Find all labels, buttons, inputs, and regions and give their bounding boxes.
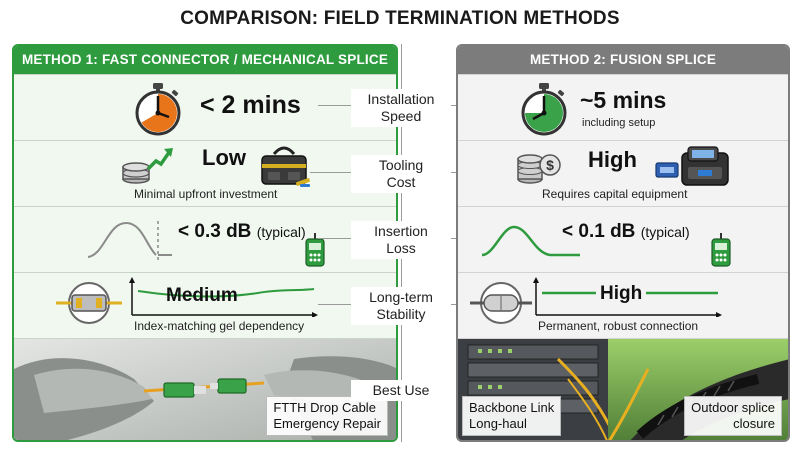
mechanical-splice-icon — [56, 282, 122, 324]
connector-speed-left — [318, 105, 358, 106]
method1-loss-row: < 0.3 dB (typical) — [14, 206, 396, 272]
method2-speed-note: including setup — [582, 117, 656, 129]
method2-cost-row: $ High Requires capital equipment — [458, 140, 788, 206]
criterion-best-use: Best Use — [351, 380, 451, 401]
criterion-loss: Insertion Loss — [351, 221, 451, 259]
method1-panel: METHOD 1: FAST CONNECTOR / MECHANICAL SP… — [12, 44, 398, 442]
method1-speed-row: < 2 mins — [14, 74, 396, 140]
method1-use-caption: FTTH Drop Cable Emergency Repair — [266, 396, 388, 436]
method2-loss-qualifier: (typical) — [640, 224, 690, 240]
method2-use-photo: Backbone Link Long-haul Outdoor splice c… — [458, 338, 788, 440]
criterion-stability: Long-term Stability — [351, 287, 451, 325]
method1-cost-value: Low — [202, 145, 246, 170]
method2-header: METHOD 2: FUSION SPLICE — [458, 46, 788, 74]
method1-use-photo: FTTH Drop Cable Emergency Repair — [14, 338, 396, 440]
method2-loss-value: < 0.1 dB (typical) — [562, 221, 690, 242]
method2-stability-value: High — [596, 283, 647, 305]
method2-stability-note: Permanent, robust connection — [538, 319, 699, 333]
splice-sleeve-icon — [470, 282, 532, 324]
method1-speed-value: < 2 mins — [200, 91, 301, 119]
power-meter-icon — [305, 233, 325, 267]
method2-cost-note: Requires capital equipment — [542, 187, 688, 201]
method2-speed-row: ~5 mins including setup — [458, 74, 788, 140]
method1-stability-row: Medium Index-matching gel dependency — [14, 272, 396, 338]
fusion-splicer-icon — [655, 146, 729, 186]
method2-use-caption-b: Outdoor splice closure — [684, 396, 782, 436]
method1-cost-row: Low Minimal upfront investment — [14, 140, 396, 206]
tool-bag-icon — [261, 146, 310, 187]
method2-speed-value: ~5 mins — [580, 87, 667, 113]
connector-cost-left — [310, 172, 360, 173]
method1-loss-value: < 0.3 dB (typical) — [178, 221, 306, 242]
method2-use-caption-a: Backbone Link Long-haul — [462, 396, 562, 436]
stability-graph — [129, 277, 318, 317]
method2-stability-row: High Permanent, robust connection — [458, 272, 788, 338]
method2-cost-value: High — [588, 147, 637, 172]
connector-loss-left — [318, 238, 362, 239]
method2-loss-row: < 0.1 dB (typical) — [458, 206, 788, 272]
criterion-speed: Installation Speed — [351, 89, 451, 127]
loss-curve-graphic — [481, 225, 580, 257]
criterion-cost: Tooling Cost — [351, 155, 451, 193]
method1-loss-qualifier: (typical) — [256, 224, 306, 240]
connector-stability-left — [318, 304, 362, 305]
method2-panel: METHOD 2: FUSION SPLICE ~5 mins includin… — [456, 44, 790, 442]
method1-header: METHOD 1: FAST CONNECTOR / MECHANICAL SP… — [14, 46, 396, 74]
method1-stability-note: Index-matching gel dependency — [134, 319, 305, 333]
loss-curve-graphic — [87, 221, 172, 261]
power-meter-icon — [711, 233, 731, 267]
coin-stack-icon — [122, 148, 173, 184]
stopwatch-icon — [521, 83, 567, 136]
method1-cost-note: Minimal upfront investment — [134, 187, 278, 201]
coin-stack-icon: $ — [517, 154, 561, 184]
method1-stability-value: Medium — [166, 285, 238, 306]
svg-text:$: $ — [546, 157, 554, 173]
stopwatch-icon — [135, 83, 181, 136]
page-title: COMPARISON: FIELD TERMINATION METHODS — [180, 8, 620, 29]
